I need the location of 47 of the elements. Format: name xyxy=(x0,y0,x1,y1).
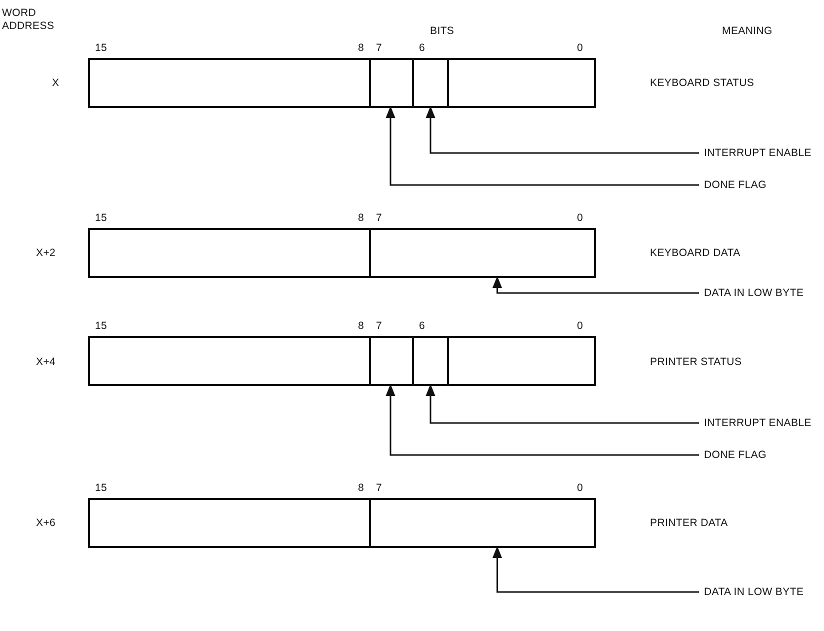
leader-line xyxy=(426,106,699,154)
bit-number: 15 xyxy=(95,320,108,332)
bit-number: 7 xyxy=(376,482,382,494)
bit-number: 15 xyxy=(95,42,108,54)
callout-label: DATA IN LOW BYTE xyxy=(704,586,804,598)
register-meaning: PRINTER DATA xyxy=(650,516,728,530)
register-meaning: KEYBOARD STATUS xyxy=(650,76,754,90)
callout-label: DATA IN LOW BYTE xyxy=(704,286,804,300)
bit-number: 8 xyxy=(358,482,364,494)
leader-line xyxy=(386,106,699,186)
bit-number: 6 xyxy=(419,320,426,332)
register-meaning: KEYBOARD DATA xyxy=(650,246,740,260)
leader-line xyxy=(492,546,699,593)
bit-number: 7 xyxy=(376,42,382,54)
bit-number: 0 xyxy=(577,482,584,494)
bit-number: 6 xyxy=(419,42,426,54)
register-box xyxy=(88,228,596,278)
leader-line xyxy=(426,384,699,424)
callout-label: DONE FLAG xyxy=(704,448,766,462)
bit-field xyxy=(412,60,449,106)
bit-number: 0 xyxy=(577,320,584,332)
callout-label: INTERRUPT ENABLE xyxy=(704,146,812,160)
callout-label: DONE FLAG xyxy=(704,178,766,192)
bit-number: 15 xyxy=(95,212,108,224)
leader-line xyxy=(492,276,699,294)
bit-number: 7 xyxy=(376,212,382,224)
column-header: BITS xyxy=(430,24,454,38)
bit-number: 8 xyxy=(358,320,364,332)
bit-field xyxy=(412,338,449,384)
bit-number: 8 xyxy=(358,42,364,54)
callout-label: INTERRUPT ENABLE xyxy=(704,416,812,430)
bit-number: 0 xyxy=(577,42,584,54)
bit-number: 15 xyxy=(95,482,108,494)
bit-number: 0 xyxy=(577,212,584,224)
bit-number: 8 xyxy=(358,212,364,224)
word-address: X+4 xyxy=(36,356,56,368)
register-box xyxy=(88,336,596,386)
column-header: MEANING xyxy=(722,24,772,38)
register-box xyxy=(88,58,596,108)
word-address: X+6 xyxy=(36,516,56,530)
column-header: WORD ADDRESS xyxy=(2,7,56,33)
register-box xyxy=(88,498,596,548)
word-address: X xyxy=(52,76,60,90)
bit-number: 7 xyxy=(376,320,382,332)
word-address: X+2 xyxy=(36,246,56,260)
register-meaning: PRINTER STATUS xyxy=(650,356,742,368)
leader-line xyxy=(386,384,699,456)
